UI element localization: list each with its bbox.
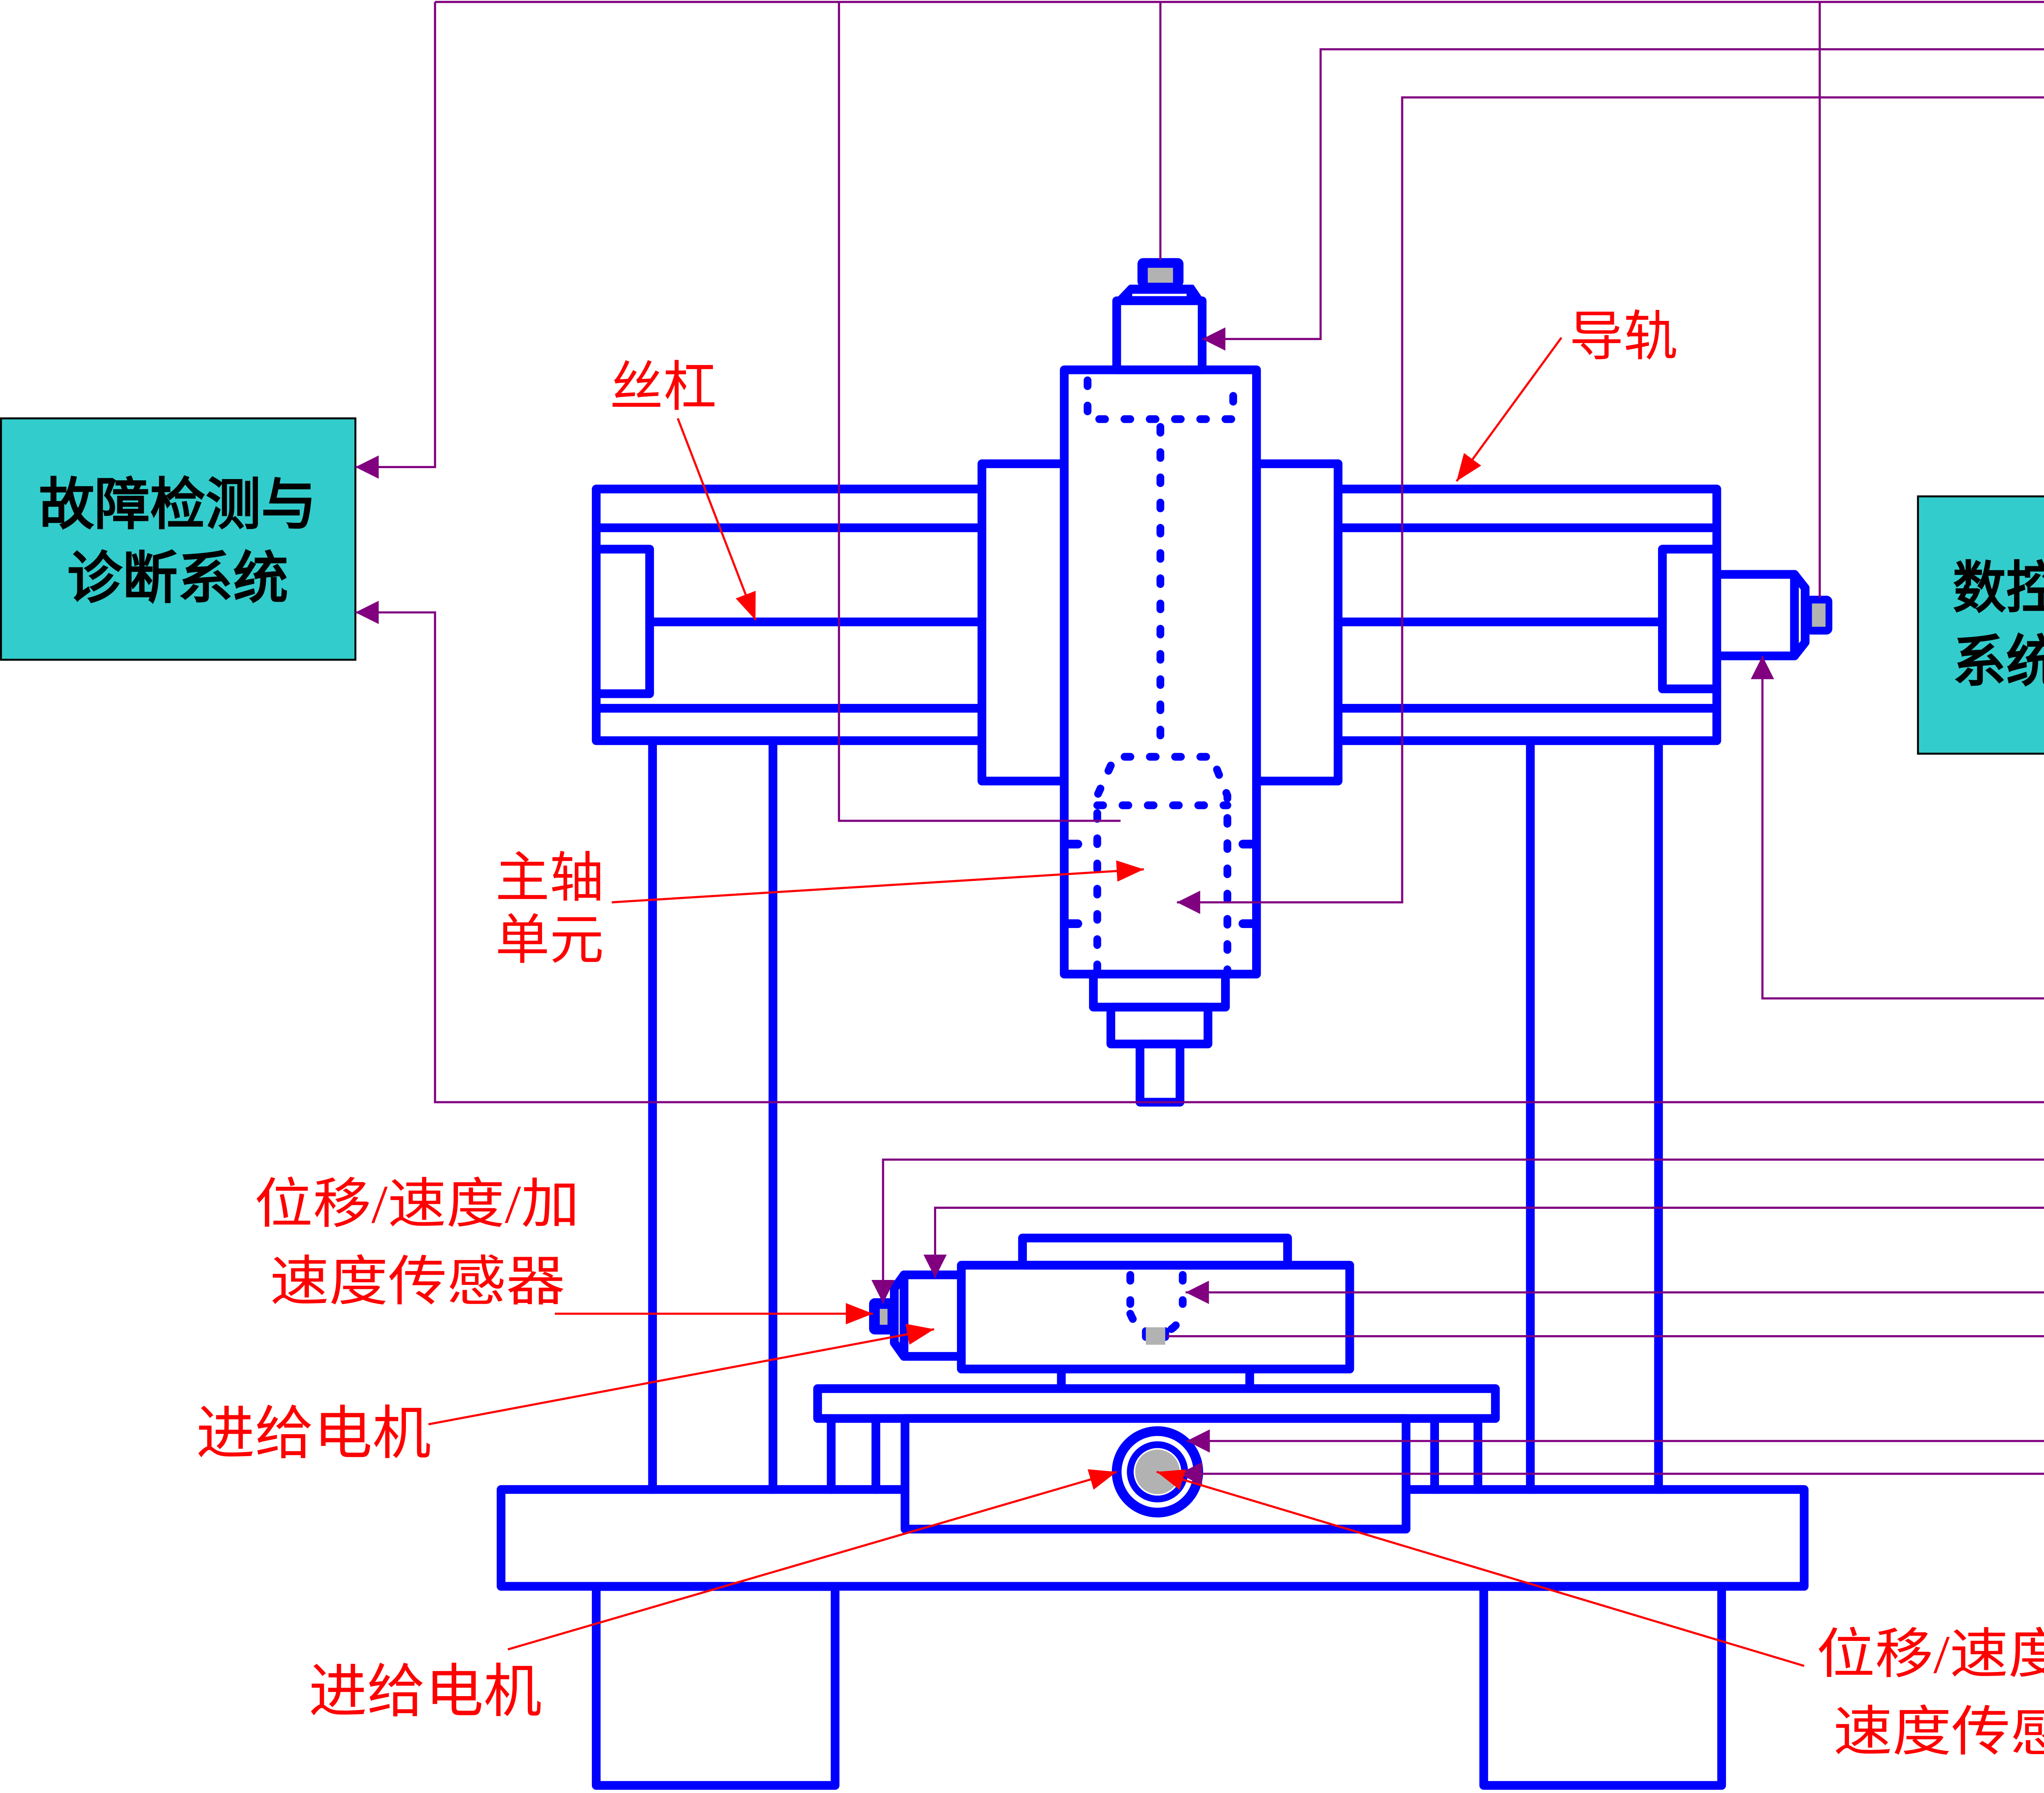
- worktable-assembly: [813, 1233, 1500, 1534]
- leader-feed-motor-bottom: [507, 1469, 1117, 1651]
- spindle-carriage: [977, 258, 1342, 1107]
- leader-lines: [428, 337, 1805, 1667]
- wire-bus-to-table-encoder: [871, 1159, 2044, 1303]
- wire-bus-to-diagnosis: [355, 2, 436, 479]
- labels: 丝杠 导轨 主轴 单元 电流传感器 速度 位移、 速度 位移/速度/加 速度传感…: [196, 307, 2044, 1762]
- spindle-bearing-ticks: [1062, 840, 1259, 928]
- x-motor-encoder-core: [1812, 603, 1826, 627]
- spindle-drive-hidden: [1083, 376, 1237, 423]
- column-right: [1526, 736, 1663, 1494]
- wire-bus-to-table-sensor: [1167, 1335, 2044, 1338]
- columns: [648, 736, 1663, 1494]
- leader-spindle-unit: [612, 860, 1144, 903]
- beam-left-section: [592, 484, 987, 745]
- label-guide-rail: 导轨: [1569, 307, 1678, 367]
- wire-sensor1-to-spindle-unit: [1177, 96, 2044, 914]
- cnc-system-line-2: 系统: [1953, 631, 2044, 693]
- label-sensor-left-line-1: 位移/速度/加: [254, 1174, 580, 1235]
- cnc-system-block: 数控 系统: [1917, 495, 2044, 755]
- table-motor-encoder-core: [880, 1309, 888, 1325]
- top-table: [1018, 1233, 1292, 1270]
- label-lead-screw: 丝杠: [610, 357, 717, 417]
- column-left: [648, 736, 778, 1494]
- x-motor-body: [1717, 570, 1799, 661]
- label-sensor-bottom-right-line-2: 速度传感器: [1833, 1702, 2044, 1762]
- wire-sensor4-to-table-drive: [1186, 1280, 2044, 1304]
- table-supports: [827, 1414, 1482, 1494]
- leader-lead-screw: [677, 418, 757, 621]
- machine-base: [496, 1485, 1809, 1591]
- machine-drawing: [496, 258, 1833, 1790]
- wire-sensor3-to-y-motor: [1186, 1429, 2044, 1453]
- label-sensor-left-line-2: 速度传感器: [270, 1252, 565, 1312]
- label-feed-motor-bottom: 进给电机: [309, 1660, 542, 1724]
- leader-sensor-bottom-right: [1156, 1469, 1805, 1667]
- table-feed-motor: [899, 1270, 966, 1361]
- table-drive-sensor: [1145, 1327, 1165, 1345]
- wire-sensor6-to-x-motor: [1750, 656, 2044, 1000]
- wire-sensor5-to-table-motor: [923, 1206, 2044, 1278]
- control-blocks: 故障检测与 诊断系统 数控 系统 主轴 驱动器 驱动器 驱动器 驱动器 驱动器: [0, 417, 2044, 755]
- base-and-legs: [496, 1485, 1809, 1790]
- spindle-motor: [1112, 296, 1207, 374]
- cutting-tool: [1135, 1040, 1185, 1107]
- cnc-system-box: [1917, 495, 2044, 755]
- spindle-head-hidden: [1093, 753, 1231, 974]
- carriage-bearing-left: [977, 459, 1069, 786]
- spindle-nose: [1089, 970, 1230, 1012]
- leg-left: [592, 1582, 840, 1790]
- wire-sensor2-to-spindle-motor: [1202, 48, 2044, 351]
- leader-guide-rail: [1455, 337, 1562, 482]
- diagnosis-system-line-1: 故障检测与: [39, 474, 316, 536]
- screw-bearing-left: [592, 545, 654, 698]
- wire-spindle-unit-to-bus: [838, 2, 1121, 822]
- label-sensor-bottom-right-line-1: 位移/速度/加: [1816, 1625, 2044, 1685]
- label-feed-motor-left: 进给电机: [196, 1401, 431, 1466]
- wire-cnc-to-diagnosis: [355, 601, 2044, 1103]
- spindle-encoder-core: [1148, 268, 1173, 283]
- x-feed-motor: [1717, 570, 1833, 661]
- spindle-motor-cap: [1114, 285, 1204, 303]
- carriage-bearing-right: [1252, 459, 1342, 786]
- label-spindle-unit-line-2: 单元: [495, 910, 604, 970]
- signal-wires: [355, 1, 2044, 1486]
- cnc-system-line-1: 数控: [1953, 557, 2044, 620]
- screw-bearing-right: [1658, 545, 1721, 693]
- label-spindle-unit-line-1: 主轴: [495, 848, 604, 908]
- table-bar: [813, 1384, 1500, 1423]
- leader-feed-motor-left: [428, 1324, 935, 1425]
- x-saddle: [957, 1261, 1354, 1374]
- wire-bus-to-y-motor-sensor: [1179, 1462, 2044, 1486]
- diagnosis-system-block: 故障检测与 诊断系统: [0, 417, 356, 661]
- leg-right: [1479, 1582, 1726, 1790]
- spindle-chuck: [1106, 1002, 1213, 1049]
- diagnosis-system-box: [0, 417, 356, 661]
- cross-beam: [592, 484, 1721, 745]
- diagnosis-system-line-2: 诊断系统: [67, 547, 289, 610]
